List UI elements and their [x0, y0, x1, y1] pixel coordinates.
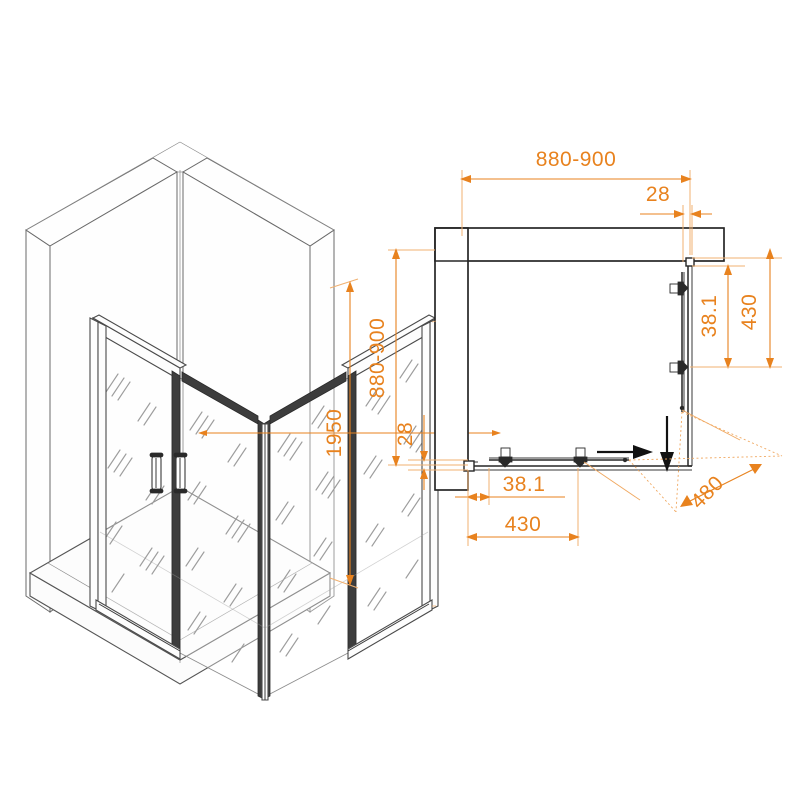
iso-stile-left-door — [171, 370, 181, 656]
iso-door-handles[interactable] — [149, 452, 188, 494]
dimension-plan-right-outer: 430 — [690, 248, 782, 369]
iso-frame-profiles — [89, 314, 439, 701]
plan-door-vertical — [669, 272, 689, 412]
handle-left-door — [149, 452, 164, 494]
dim-label-plan-right-inner: 38.1 — [698, 295, 721, 338]
plan-roller-vertical-1 — [669, 281, 689, 296]
iso-glass-reflections — [103, 359, 429, 663]
plan-left-return — [463, 460, 478, 472]
dim-label-plan-bottom-outer: 430 — [505, 513, 542, 536]
plan-roller-horizontal-1 — [498, 447, 513, 468]
dim-label-plan-left-offset: 28 — [394, 422, 417, 446]
iso-tray-inner-lines — [99, 531, 429, 629]
iso-back-walls — [25, 141, 335, 613]
dim-label-plan-right-outer: 430 — [738, 294, 761, 331]
dim-label-plan-top-width: 880-900 — [536, 148, 617, 171]
dim-label-iso-height: 1950 — [323, 409, 346, 458]
plan-door-horizontal — [489, 447, 629, 468]
plan-left-wall — [434, 227, 469, 491]
slide-direction-arrow-vertical — [660, 416, 674, 472]
dimension-plan-left-offset: 28 — [394, 415, 468, 490]
dimension-plan-top-offset: 28 — [640, 183, 712, 262]
iso-glass-door-left — [179, 377, 261, 696]
iso-jamb-left-outer — [89, 317, 99, 611]
dimension-plan-top-width: 880-900 — [460, 148, 692, 255]
isometric-view — [25, 141, 439, 701]
plan-right-top-stub — [685, 257, 695, 267]
plan-leader-lines — [583, 409, 741, 501]
plan-view — [434, 227, 725, 491]
plan-top-wall — [434, 227, 725, 262]
dim-label-plan-top-offset: 28 — [646, 183, 670, 206]
iso-stile-right-door — [347, 370, 357, 656]
slide-direction-arrow-horizontal — [597, 445, 653, 459]
iso-leader-line — [431, 320, 437, 607]
plan-roller-horizontal-2 — [573, 447, 588, 468]
handle-right-door — [173, 452, 188, 494]
dim-label-plan-left-height: 880-900 — [366, 318, 389, 399]
dimension-plan-left-height: 880-900 — [366, 248, 468, 467]
plan-roller-vertical-2 — [669, 360, 689, 375]
dimension-iso-width: 880-900 — [366, 318, 389, 399]
dim-label-plan-bottom-inner: 38.1 — [503, 473, 546, 496]
dimension-plan-bottom-outer: 430 — [466, 468, 580, 546]
